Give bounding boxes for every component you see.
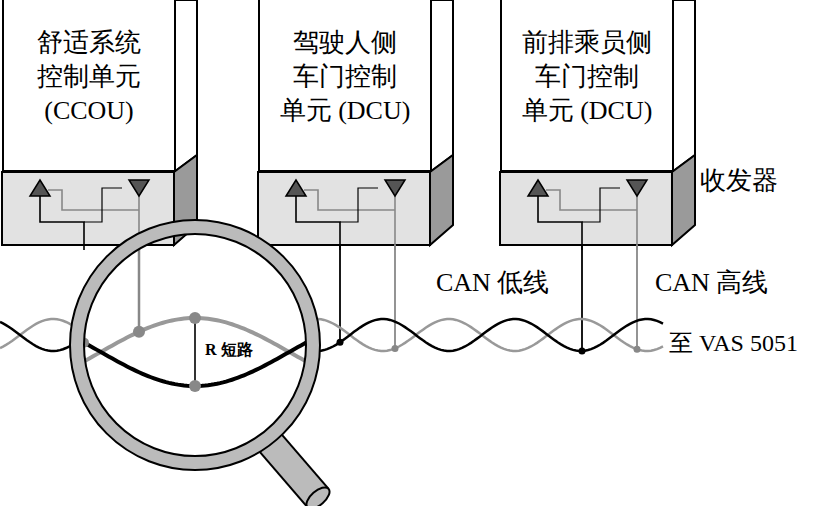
receiver-triangle: [30, 180, 50, 196]
transceiver-label: 收发器: [700, 166, 778, 196]
receiver-triangle: [528, 180, 548, 196]
control-unit-box: 舒适系统 控制单元 (CCOU): [2, 0, 176, 172]
control-unit-box: 前排乘员侧 车门控制 单元 (DCU): [500, 0, 674, 172]
transmitter-triangle: [627, 180, 647, 196]
unit-name: 驾驶人侧 车门控制 单元 (DCU): [270, 26, 420, 128]
unit-name: 前排乘员侧 车门控制 单元 (DCU): [512, 26, 662, 128]
transceiver-band: [258, 172, 430, 245]
unit-name: 舒适系统 控制单元 (CCOU): [14, 26, 164, 128]
short-label: R 短路: [203, 340, 255, 360]
transceiver-band: [500, 172, 672, 245]
can-high-label: CAN 高线: [655, 268, 768, 298]
tester-label: 至 VAS 5051: [669, 329, 798, 357]
transmitter-triangle: [385, 180, 405, 196]
short-circuit-link: [194, 318, 196, 386]
receiver-triangle: [286, 180, 306, 196]
can-low-label: CAN 低线: [436, 268, 549, 298]
transmitter-triangle: [129, 180, 149, 196]
control-unit-box: 驾驶人侧 车门控制 单元 (DCU): [258, 0, 432, 172]
magnifier: [77, 227, 333, 506]
